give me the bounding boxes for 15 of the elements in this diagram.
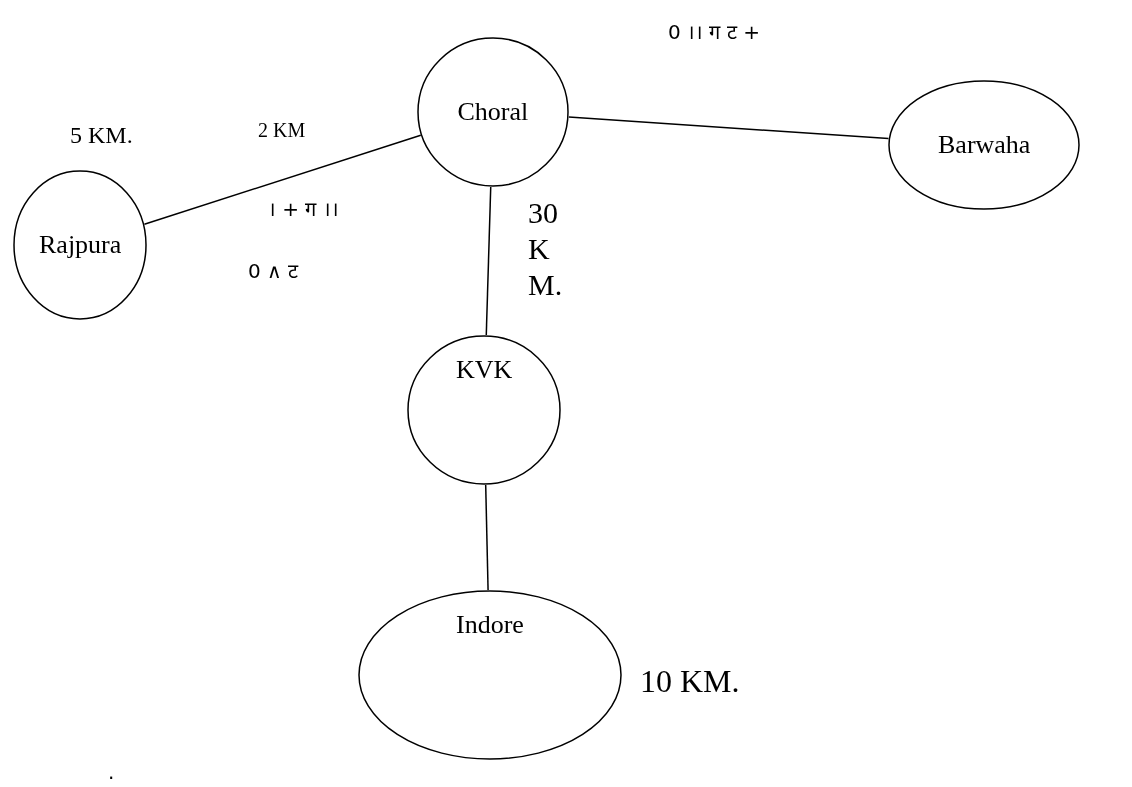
connecting-line bbox=[484, 484, 489, 591]
place-name: Choral bbox=[457, 97, 529, 127]
place-name: KVK bbox=[456, 355, 513, 385]
place-name: Indore bbox=[456, 610, 524, 640]
devanagari-text: । + ग ।। bbox=[268, 196, 339, 222]
connecting-line bbox=[485, 186, 492, 336]
devanagari-text: 0 ।। ग ट + bbox=[668, 19, 760, 45]
place-name: Barwaha bbox=[938, 130, 1031, 160]
place-name: Rajpura bbox=[39, 230, 122, 260]
connecting-line bbox=[143, 134, 422, 225]
devanagari-text: 0 ∧ ट bbox=[248, 258, 299, 284]
connecting-line bbox=[568, 116, 890, 140]
distance-label: 5 KM. bbox=[70, 122, 133, 149]
dot-mark: . bbox=[108, 760, 115, 784]
distance-label: 10 KM. bbox=[640, 663, 740, 700]
